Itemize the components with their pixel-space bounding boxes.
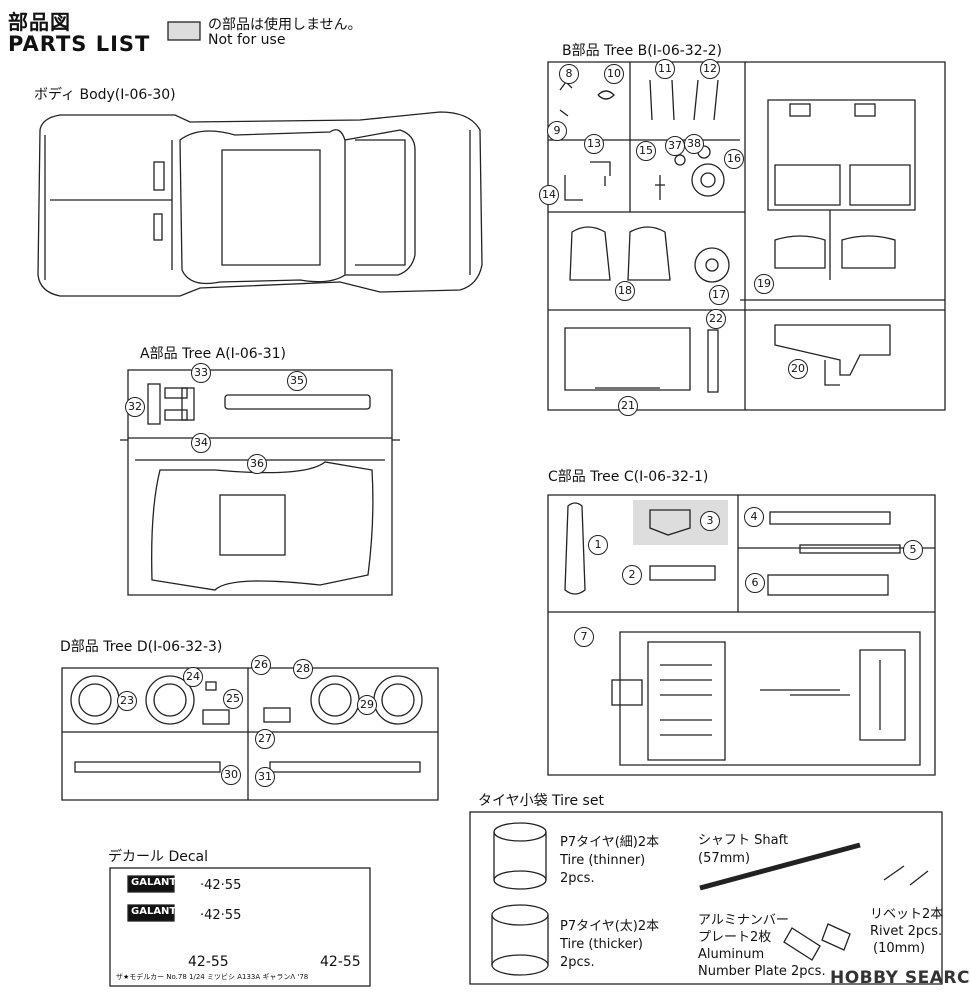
part-callout: 33	[191, 363, 211, 383]
part-callout: 35	[287, 371, 307, 391]
decal-plate-4: 42-55	[320, 954, 361, 970]
tire-thin-qty: 2pcs.	[560, 871, 595, 886]
shaft-size: (57mm)	[698, 851, 751, 866]
part-callout: 7	[574, 627, 594, 647]
section-decal-label: デカール Decal	[108, 849, 209, 865]
part-callout: 12	[700, 59, 720, 79]
decal-sheet-drawing	[109, 867, 371, 987]
tire-thin-jp: P7タイヤ(細)2本	[560, 835, 660, 850]
part-callout: 32	[125, 397, 145, 417]
part-callout: 8	[559, 64, 579, 84]
part-callout: 5	[903, 540, 923, 560]
part-callout: 20	[788, 359, 808, 379]
decal-plate-1: ·42·55	[200, 878, 242, 893]
part-callout: 6	[745, 573, 765, 593]
tree-a-drawing	[120, 369, 400, 596]
part-callout: 10	[604, 64, 624, 84]
tree-b-drawing	[547, 61, 946, 411]
decal-plate-3: 42-55	[188, 954, 229, 970]
part-callout: 16	[724, 149, 744, 169]
part-callout: 3	[700, 511, 720, 531]
title-en: PARTS LIST	[8, 32, 151, 56]
tree-c-drawing	[547, 494, 936, 776]
part-callout: 9	[547, 121, 567, 141]
part-callout: 22	[706, 309, 726, 329]
part-callout: 26	[251, 655, 271, 675]
legend-jp: の部品は使用しません。	[208, 17, 362, 33]
title-jp: 部品図	[8, 10, 71, 34]
section-tree-a-label: A部品 Tree A(I-06-31)	[140, 346, 287, 362]
part-callout: 17	[709, 285, 729, 305]
part-callout: 21	[618, 396, 638, 416]
part-callout: 36	[247, 454, 267, 474]
section-tree-d-label: D部品 Tree D(I-06-32-3)	[60, 639, 223, 655]
part-callout: 27	[255, 729, 275, 749]
rivet-en: Rivet 2pcs.	[870, 924, 943, 939]
tire-thick-jp: P7タイヤ(太)2本	[560, 919, 660, 934]
part-callout: 18	[615, 281, 635, 301]
watermark: HOBBY SEARCH	[830, 968, 970, 988]
tire-thick-en: Tire (thicker)	[560, 937, 643, 952]
part-callout: 19	[754, 274, 774, 294]
part-callout: 4	[744, 507, 764, 527]
section-tree-b-label: B部品 Tree B(I-06-32-2)	[562, 43, 723, 59]
part-callout: 2	[622, 565, 642, 585]
part-callout: 13	[584, 134, 604, 154]
part-callout: 11	[655, 59, 675, 79]
plate-jp-2: プレート2枚	[698, 930, 772, 945]
part-callout: 29	[357, 695, 377, 715]
part-callout: 30	[221, 765, 241, 785]
part-callout: 14	[539, 185, 559, 205]
tree-d-drawing	[61, 667, 439, 801]
part-callout: 1	[588, 535, 608, 555]
section-body-label: ボディ Body(I-06-30)	[34, 87, 176, 103]
part-callout: 28	[293, 659, 313, 679]
section-tire-set-label: タイヤ小袋 Tire set	[478, 793, 604, 809]
shaft-label: シャフト Shaft	[698, 833, 789, 848]
part-callout: 31	[255, 767, 275, 787]
tire-thin-en: Tire (thinner)	[560, 853, 646, 868]
decal-brand-2: GALANT	[131, 906, 177, 917]
plate-en-2: Number Plate 2pcs.	[698, 964, 826, 979]
part-callout: 24	[183, 667, 203, 687]
rivet-jp: リベット2本	[870, 907, 944, 922]
tire-set-drawing	[469, 811, 943, 985]
rivet-size: (10mm)	[873, 941, 926, 956]
section-tree-c-label: C部品 Tree C(I-06-32-1)	[548, 469, 709, 485]
decal-brand-1: GALANT	[131, 877, 177, 888]
part-callout: 25	[223, 689, 243, 709]
plate-jp-1: アルミナンバー	[698, 913, 789, 928]
legend-en: Not for use	[208, 32, 286, 48]
body-shell-drawing	[37, 111, 483, 297]
part-callout: 37	[665, 136, 685, 156]
tire-thick-qty: 2pcs.	[560, 955, 595, 970]
not-for-use-swatch	[167, 21, 201, 41]
decal-footer: ザ★モデルカー No.78 1/24 ミツビシ A133A ギャランΛ '78	[116, 973, 309, 981]
part-callout: 15	[636, 141, 656, 161]
part-callout: 38	[684, 134, 704, 154]
part-callout: 34	[191, 433, 211, 453]
part-callout: 23	[117, 691, 137, 711]
decal-plate-2: ·42·55	[200, 908, 242, 923]
plate-en-1: Aluminum	[698, 947, 765, 962]
